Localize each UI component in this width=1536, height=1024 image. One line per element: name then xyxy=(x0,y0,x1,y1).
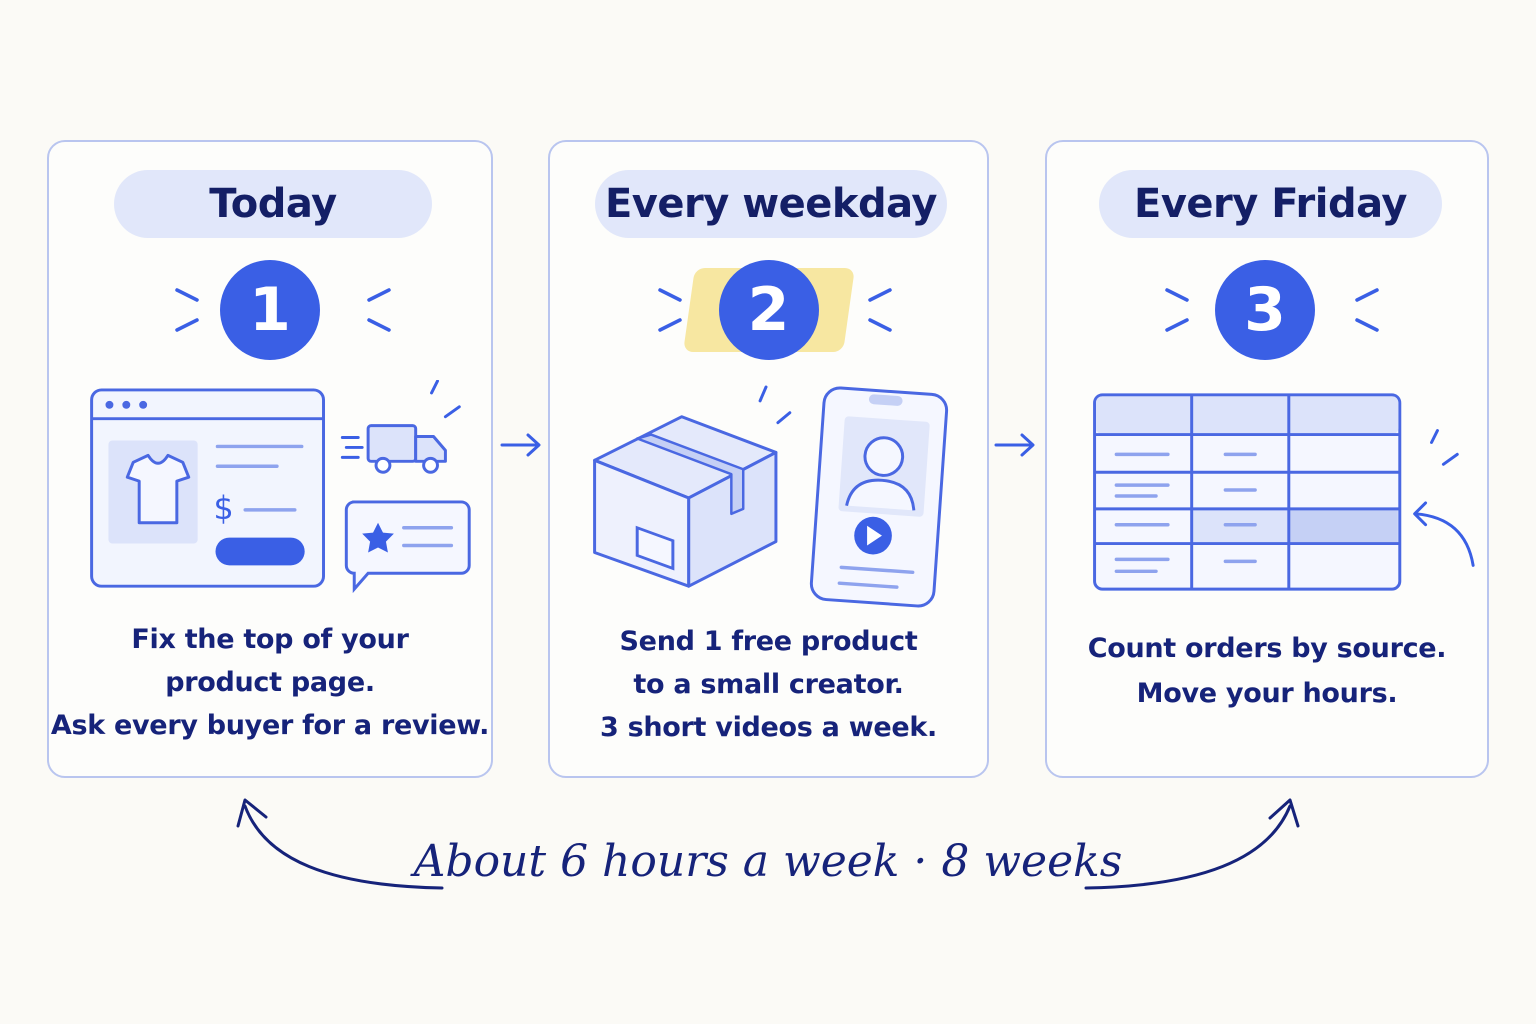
step-1-when: Today xyxy=(114,170,432,238)
step-3-line-1: Count orders by source. xyxy=(1087,633,1447,664)
step-2-description: Send 1 free product to a small creator. … xyxy=(550,620,987,749)
step-3-line-2: Move your hours. xyxy=(1136,678,1398,709)
step-1-number: 1 xyxy=(220,260,320,360)
step-3-number: 3 xyxy=(1215,260,1315,360)
footer-summary: About 6 hours a week · 8 weeks xyxy=(413,836,1123,887)
step-2-number: 2 xyxy=(718,260,819,360)
step-3-when: Every Friday xyxy=(1099,170,1442,238)
sparkle-left-icon xyxy=(1165,288,1189,332)
step-2-line-2: to a small creator. xyxy=(633,669,904,700)
sparkle-right-icon xyxy=(1355,288,1379,332)
sparkle-left-icon xyxy=(658,288,682,332)
shipping-illustration xyxy=(593,385,949,608)
spreadsheet-icon xyxy=(1093,393,1402,591)
step-3-badge-area: 3 xyxy=(1047,260,1487,360)
tshirt-icon xyxy=(125,453,191,525)
step-1-line-3: Ask every buyer for a review. xyxy=(50,710,490,741)
price-symbol: $ xyxy=(214,491,234,527)
step-2-line-3: 3 short videos a week. xyxy=(600,712,937,743)
step-1-description: Fix the top of your product page. Ask ev… xyxy=(49,618,491,747)
sparkle-right-icon xyxy=(868,288,892,332)
review-bubble-icon xyxy=(344,500,471,594)
step-card-1: Today 1 $ xyxy=(47,140,493,778)
star-icon xyxy=(362,522,394,553)
sparkle-left-icon xyxy=(175,288,199,332)
step-card-2: Every weekday 2 xyxy=(548,140,989,778)
step-1-badge-area: 1 xyxy=(49,260,491,360)
step-1-line-2: product page. xyxy=(165,667,375,698)
step-1-line-1: Fix the top of your xyxy=(131,624,409,655)
product-page-illustration: $ xyxy=(90,380,471,594)
browser-window-icon: $ xyxy=(90,388,326,588)
package-box-icon xyxy=(593,385,792,588)
person-avatar-icon xyxy=(845,436,916,511)
step-3-description: Count orders by source. Move your hours. xyxy=(1047,626,1487,716)
step-card-3: Every Friday 3 xyxy=(1045,140,1489,778)
step-2-line-1: Send 1 free product xyxy=(619,626,918,657)
delivery-truck-icon xyxy=(340,380,461,474)
buy-button-icon xyxy=(215,537,305,566)
step-2-badge-area: 2 xyxy=(550,260,987,360)
pointer-arrow-icon xyxy=(1413,429,1475,567)
arrow-right-icon xyxy=(500,433,541,457)
arrow-right-icon xyxy=(994,433,1035,457)
spreadsheet-illustration xyxy=(1093,393,1475,591)
sparkle-right-icon xyxy=(367,288,391,332)
step-2-when: Every weekday xyxy=(595,170,947,238)
phone-video-icon xyxy=(809,386,949,608)
